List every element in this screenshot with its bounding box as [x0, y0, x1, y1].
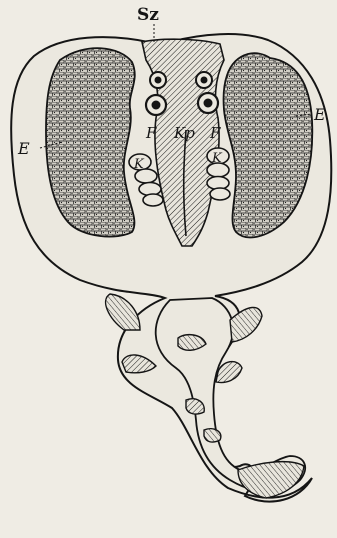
label-kp: Kp [173, 124, 195, 142]
label-k-right: K [211, 151, 223, 166]
label-e-right: E [313, 105, 326, 124]
label-e-left: E [17, 139, 30, 158]
label-k-left: K [133, 157, 145, 172]
label-f-right: F [209, 124, 221, 142]
label-f-left: F [145, 124, 157, 142]
label-sz: Sz [137, 5, 159, 25]
